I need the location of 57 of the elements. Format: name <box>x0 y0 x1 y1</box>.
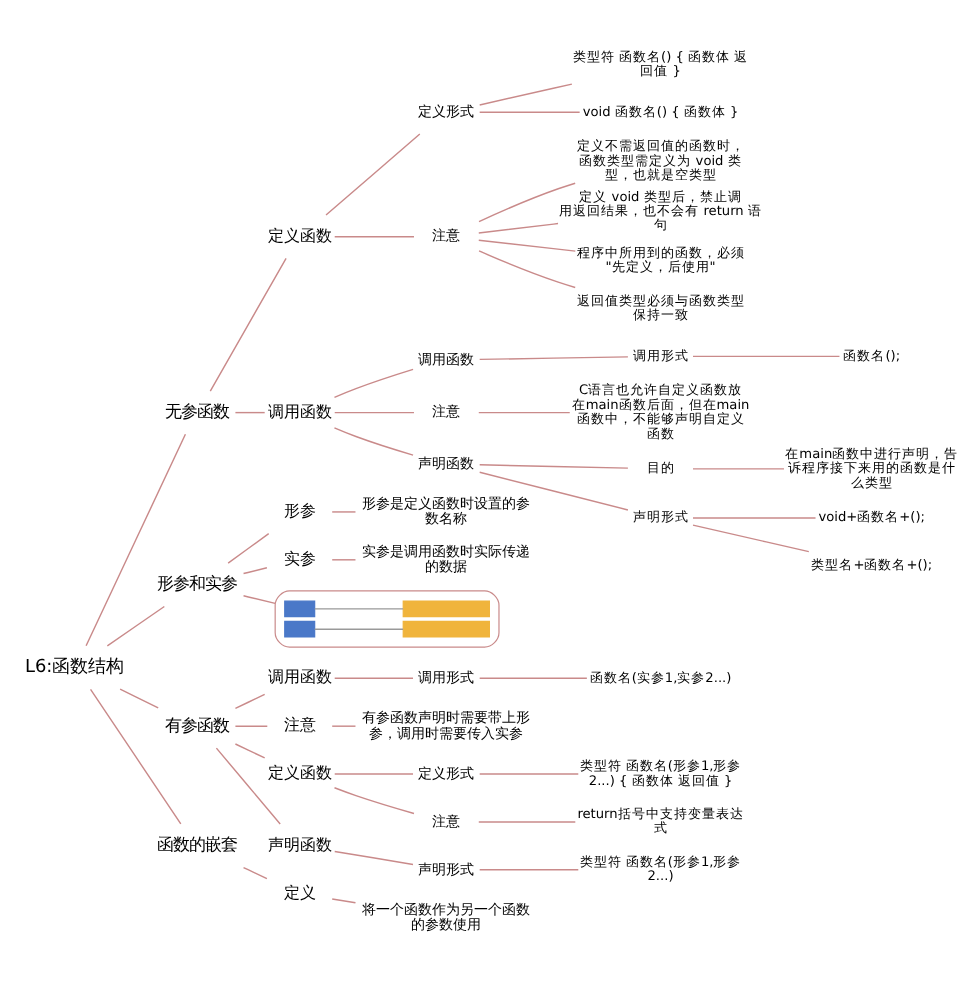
connector <box>242 595 276 605</box>
connector <box>331 725 357 727</box>
node-box <box>402 600 490 618</box>
connector <box>234 743 266 759</box>
connector <box>119 688 159 709</box>
connector <box>209 257 287 392</box>
connector <box>334 411 415 414</box>
connector <box>478 239 577 252</box>
connector <box>478 83 573 106</box>
node-text: L6:函数结构 <box>24 657 125 678</box>
connector <box>325 133 421 216</box>
node-text: 形参和实参 <box>156 573 237 594</box>
connector <box>234 725 268 727</box>
node-text: 无参函数 <box>164 401 229 422</box>
connector <box>478 222 559 234</box>
connector <box>478 356 629 361</box>
connector <box>106 605 166 647</box>
connector <box>692 355 841 358</box>
connector <box>478 111 581 113</box>
connector <box>85 433 187 647</box>
connector <box>692 517 817 519</box>
connector <box>89 688 182 825</box>
connector <box>334 677 414 679</box>
connector <box>331 559 357 561</box>
connector <box>331 511 357 513</box>
connector <box>478 677 588 679</box>
connector <box>333 427 414 456</box>
connector <box>234 411 266 414</box>
node-box <box>284 620 316 638</box>
connector <box>478 869 579 871</box>
connector <box>478 471 629 511</box>
connector <box>331 898 357 904</box>
connector <box>334 850 414 866</box>
connector <box>692 524 810 553</box>
connector <box>234 693 266 710</box>
node-text: 函数的嵌套 <box>156 834 237 855</box>
connector <box>227 532 270 564</box>
node-text: 有参函数 <box>164 714 229 735</box>
connector <box>478 464 629 469</box>
connector <box>334 773 414 775</box>
connector <box>692 468 785 470</box>
connector <box>333 368 414 399</box>
connector <box>478 773 579 775</box>
connector <box>478 250 576 289</box>
connector <box>333 787 415 815</box>
node-box <box>284 600 316 618</box>
connector <box>478 182 576 223</box>
connector <box>242 866 268 880</box>
connector <box>478 821 577 823</box>
connector <box>314 608 404 610</box>
connector <box>215 747 281 825</box>
connector <box>334 235 415 238</box>
connector <box>478 411 571 414</box>
connector <box>314 628 404 630</box>
connector <box>242 567 268 575</box>
cluster <box>274 590 500 648</box>
node-box <box>402 620 490 638</box>
